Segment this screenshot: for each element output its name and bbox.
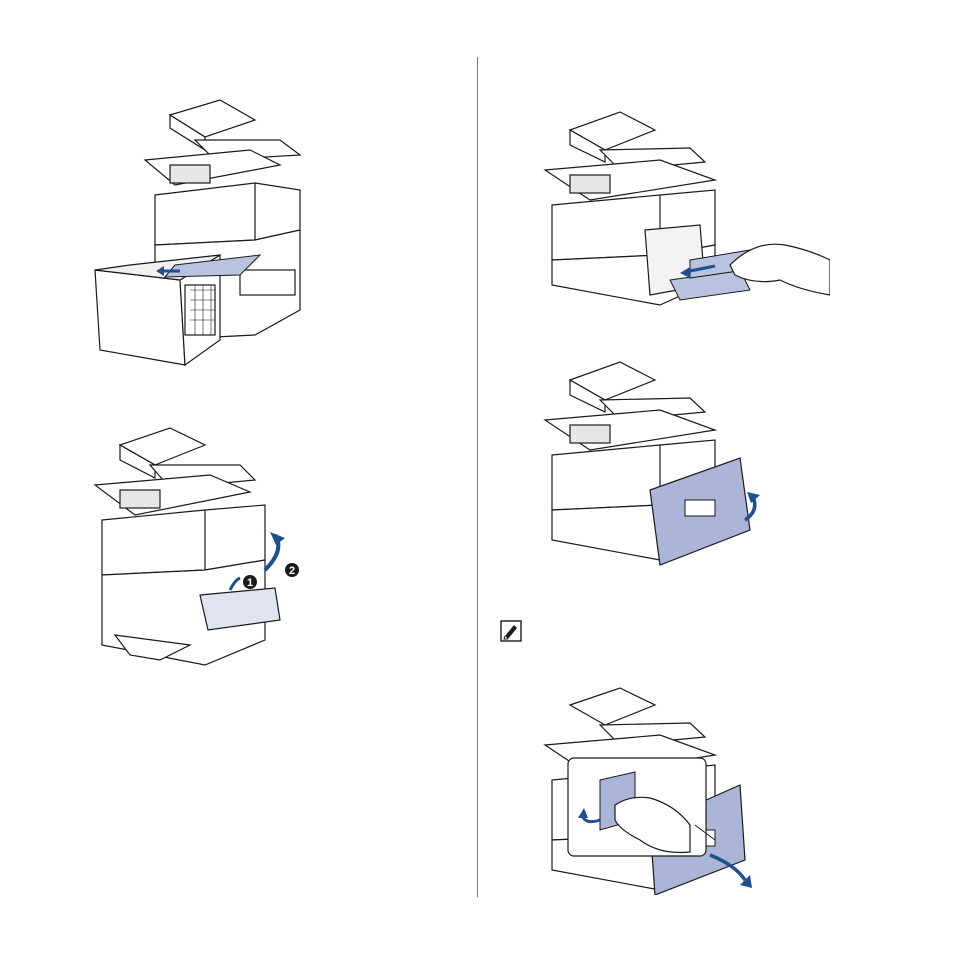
callout-1: 1 [247,577,253,589]
column-divider [477,57,478,897]
callout-2: 2 [289,565,295,577]
printer-tray-svg [90,95,310,370]
printer-paper-removal-illustration [540,100,830,310]
printer-paper-removal-svg [540,100,830,310]
printer-lever-push-svg [540,680,775,895]
printer-tray-pulled-out-illustration [90,95,310,370]
printer-side-cover-open-illustration: 1 2 [90,420,305,670]
printer-lever-push-illustration [540,680,775,895]
note-pencil-icon [500,620,522,642]
printer-cover-svg: 1 2 [90,420,305,670]
printer-side-door-svg [540,350,780,570]
printer-side-door-open-illustration [540,350,780,570]
